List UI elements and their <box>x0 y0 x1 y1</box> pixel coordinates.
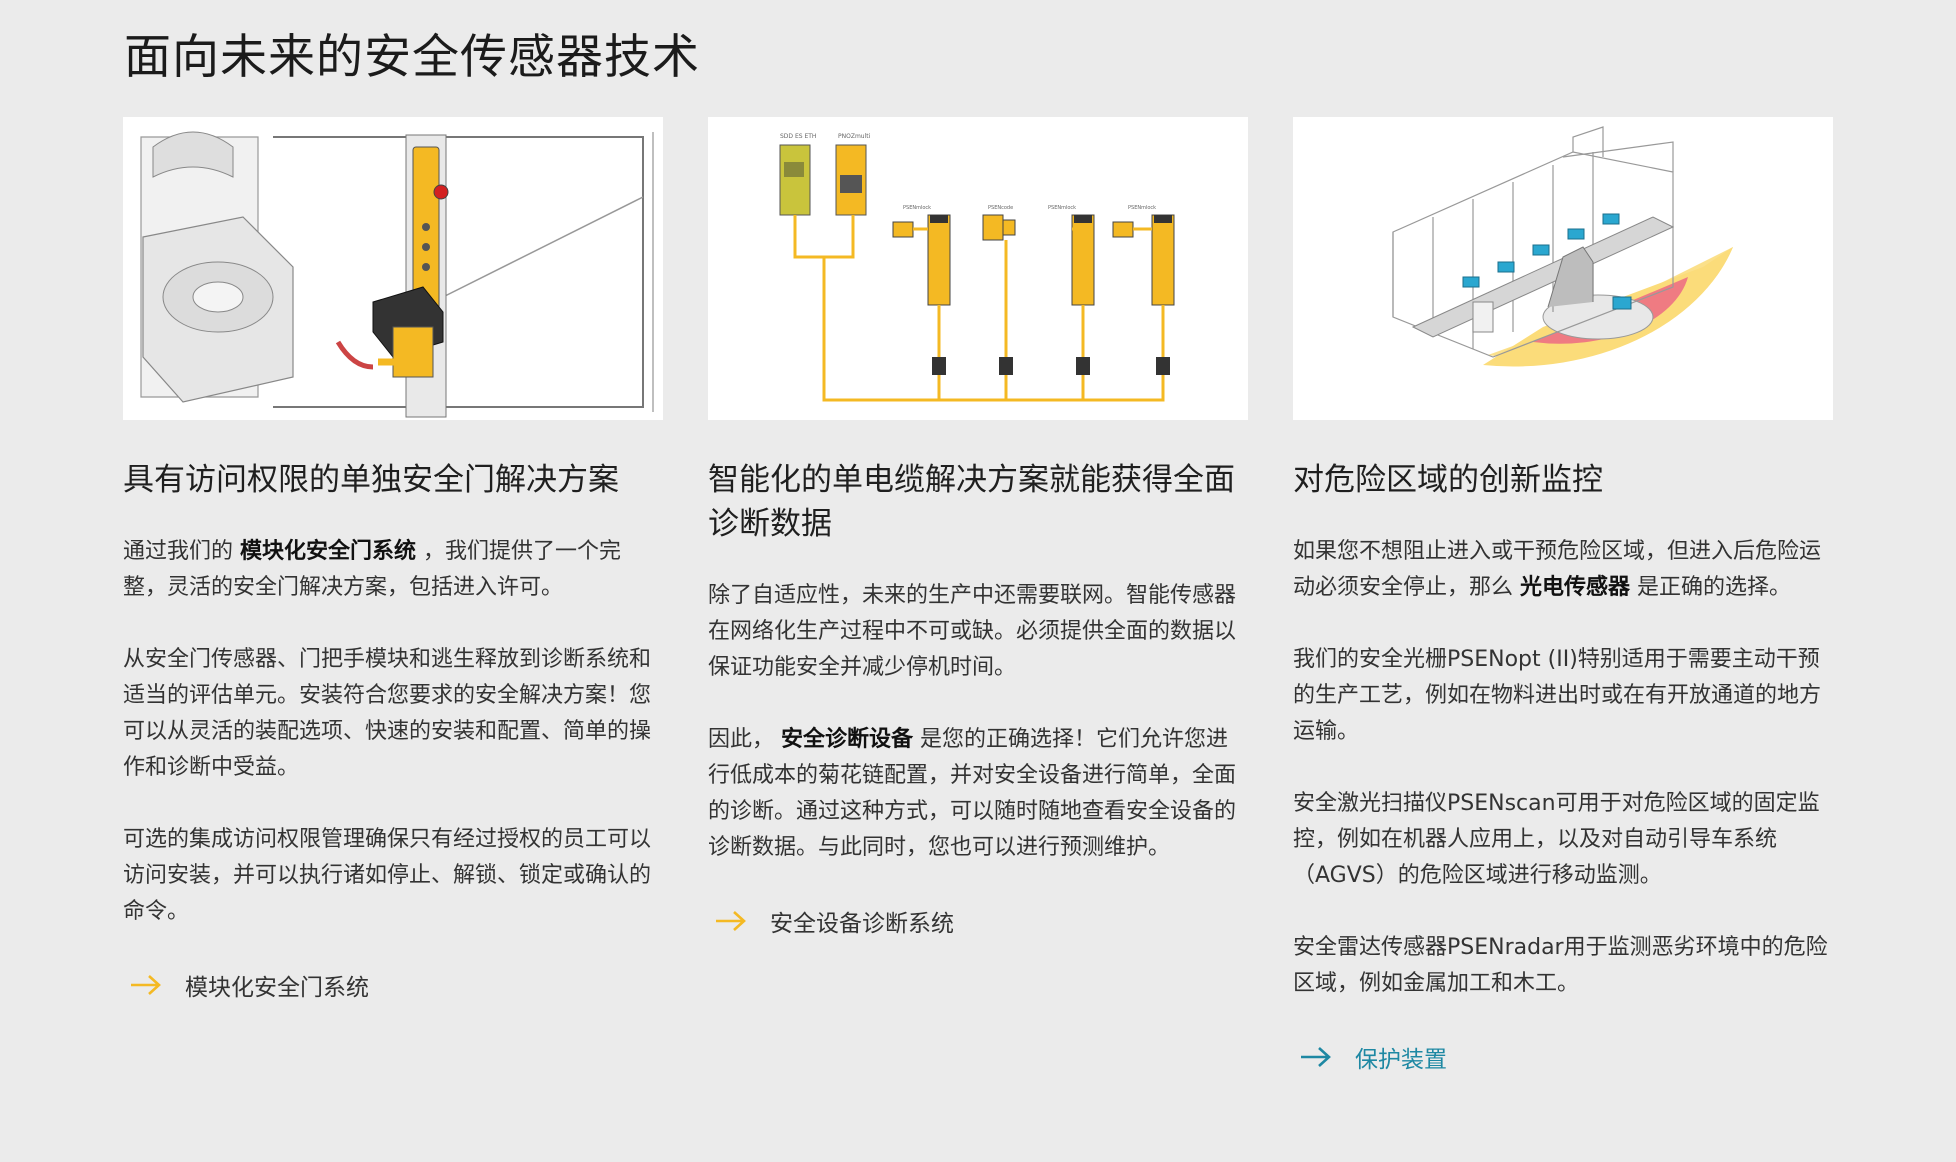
link-label: 模块化安全门系统 <box>185 975 369 1001</box>
link-label: 保护装置 <box>1355 1047 1447 1073</box>
danger-zone-monitoring-illustration <box>1293 117 1833 420</box>
card-paragraph: 如果您不想阻止进入或干预危险区域，但进入后危险运动必须安全停止，那么 光电传感器… <box>1293 539 1822 600</box>
card-paragraph: 从安全门传感器、门把手模块和逃生释放到诊断系统和适当的评估单元。安装符合您要求的… <box>123 647 652 780</box>
page-title: 面向未来的安全传感器技术 <box>124 30 700 85</box>
daisy-chain-diagram: SDD ES ETH PNOZmulti PSENmlock PSE <box>708 117 1248 420</box>
card-paragraph: 可选的集成访问权限管理确保只有经过授权的员工可以访问安装，并可以执行诸如停止、解… <box>123 827 652 924</box>
card-paragraph: 除了自适应性，未来的生产中还需要联网。智能传感器在网络化生产过程中不可或缺。必须… <box>708 583 1237 680</box>
arrow-right-icon <box>716 911 746 931</box>
sensor-label: PSENmlock <box>903 205 931 211</box>
sensor-label: PSENcode <box>988 205 1013 211</box>
sensor-label: PSENmlock <box>1048 205 1076 211</box>
card-danger-zone: 对危险区域的创新监控 如果您不想阻止进入或干预危险区域，但进入后危险运动必须安全… <box>1293 117 1833 1074</box>
sensor-label: PSENmlock <box>1128 205 1156 211</box>
card-paragraph: 因此， 安全诊断设备 是您的正确选择！它们允许您进行低成本的菊花链配置，并对安全… <box>708 727 1237 860</box>
card-title: 智能化的单电缆解决方案就能获得全面诊断数据 <box>708 462 1235 542</box>
card-title: 对危险区域的创新监控 <box>1293 462 1603 498</box>
module-label: SDD ES ETH <box>780 133 816 140</box>
card-paragraph: 通过我们的 模块化安全门系统 ，我们提供了一个完整，灵活的安全门解决方案，包括进… <box>123 539 622 600</box>
bold-term: 安全诊断设备 <box>781 727 914 752</box>
arrow-right-icon <box>1301 1047 1331 1067</box>
protective-devices-link[interactable]: 保护装置 <box>1293 1040 1833 1074</box>
link-label: 安全设备诊断系统 <box>770 911 954 937</box>
card-paragraph: 安全雷达传感器PSENradar用于监测恶劣环境中的危险区域，例如金属加工和木工… <box>1293 935 1828 996</box>
safety-diagnostics-link[interactable]: 安全设备诊断系统 <box>708 904 1248 938</box>
bold-term: 模块化安全门系统 <box>240 539 417 564</box>
card-safety-gate: 具有访问权限的单独安全门解决方案 通过我们的 模块化安全门系统 ，我们提供了一个… <box>123 117 663 1002</box>
arrow-right-icon <box>131 975 161 995</box>
modular-safety-gate-link[interactable]: 模块化安全门系统 <box>123 968 663 1002</box>
bold-term: 光电传感器 <box>1520 575 1631 600</box>
card-diagnostics: SDD ES ETH PNOZmulti PSENmlock PSE <box>708 117 1248 938</box>
card-paragraph: 我们的安全光栅PSENopt (II)特别适用于需要主动干预的生产工艺，例如在物… <box>1293 647 1822 744</box>
card-paragraph: 安全激光扫描仪PSENscan可用于对危险区域的固定监控，例如在机器人应用上，以… <box>1293 791 1820 888</box>
safety-gate-illustration <box>123 117 663 420</box>
module-label: PNOZmulti <box>838 133 871 140</box>
card-title: 具有访问权限的单独安全门解决方案 <box>123 462 619 498</box>
